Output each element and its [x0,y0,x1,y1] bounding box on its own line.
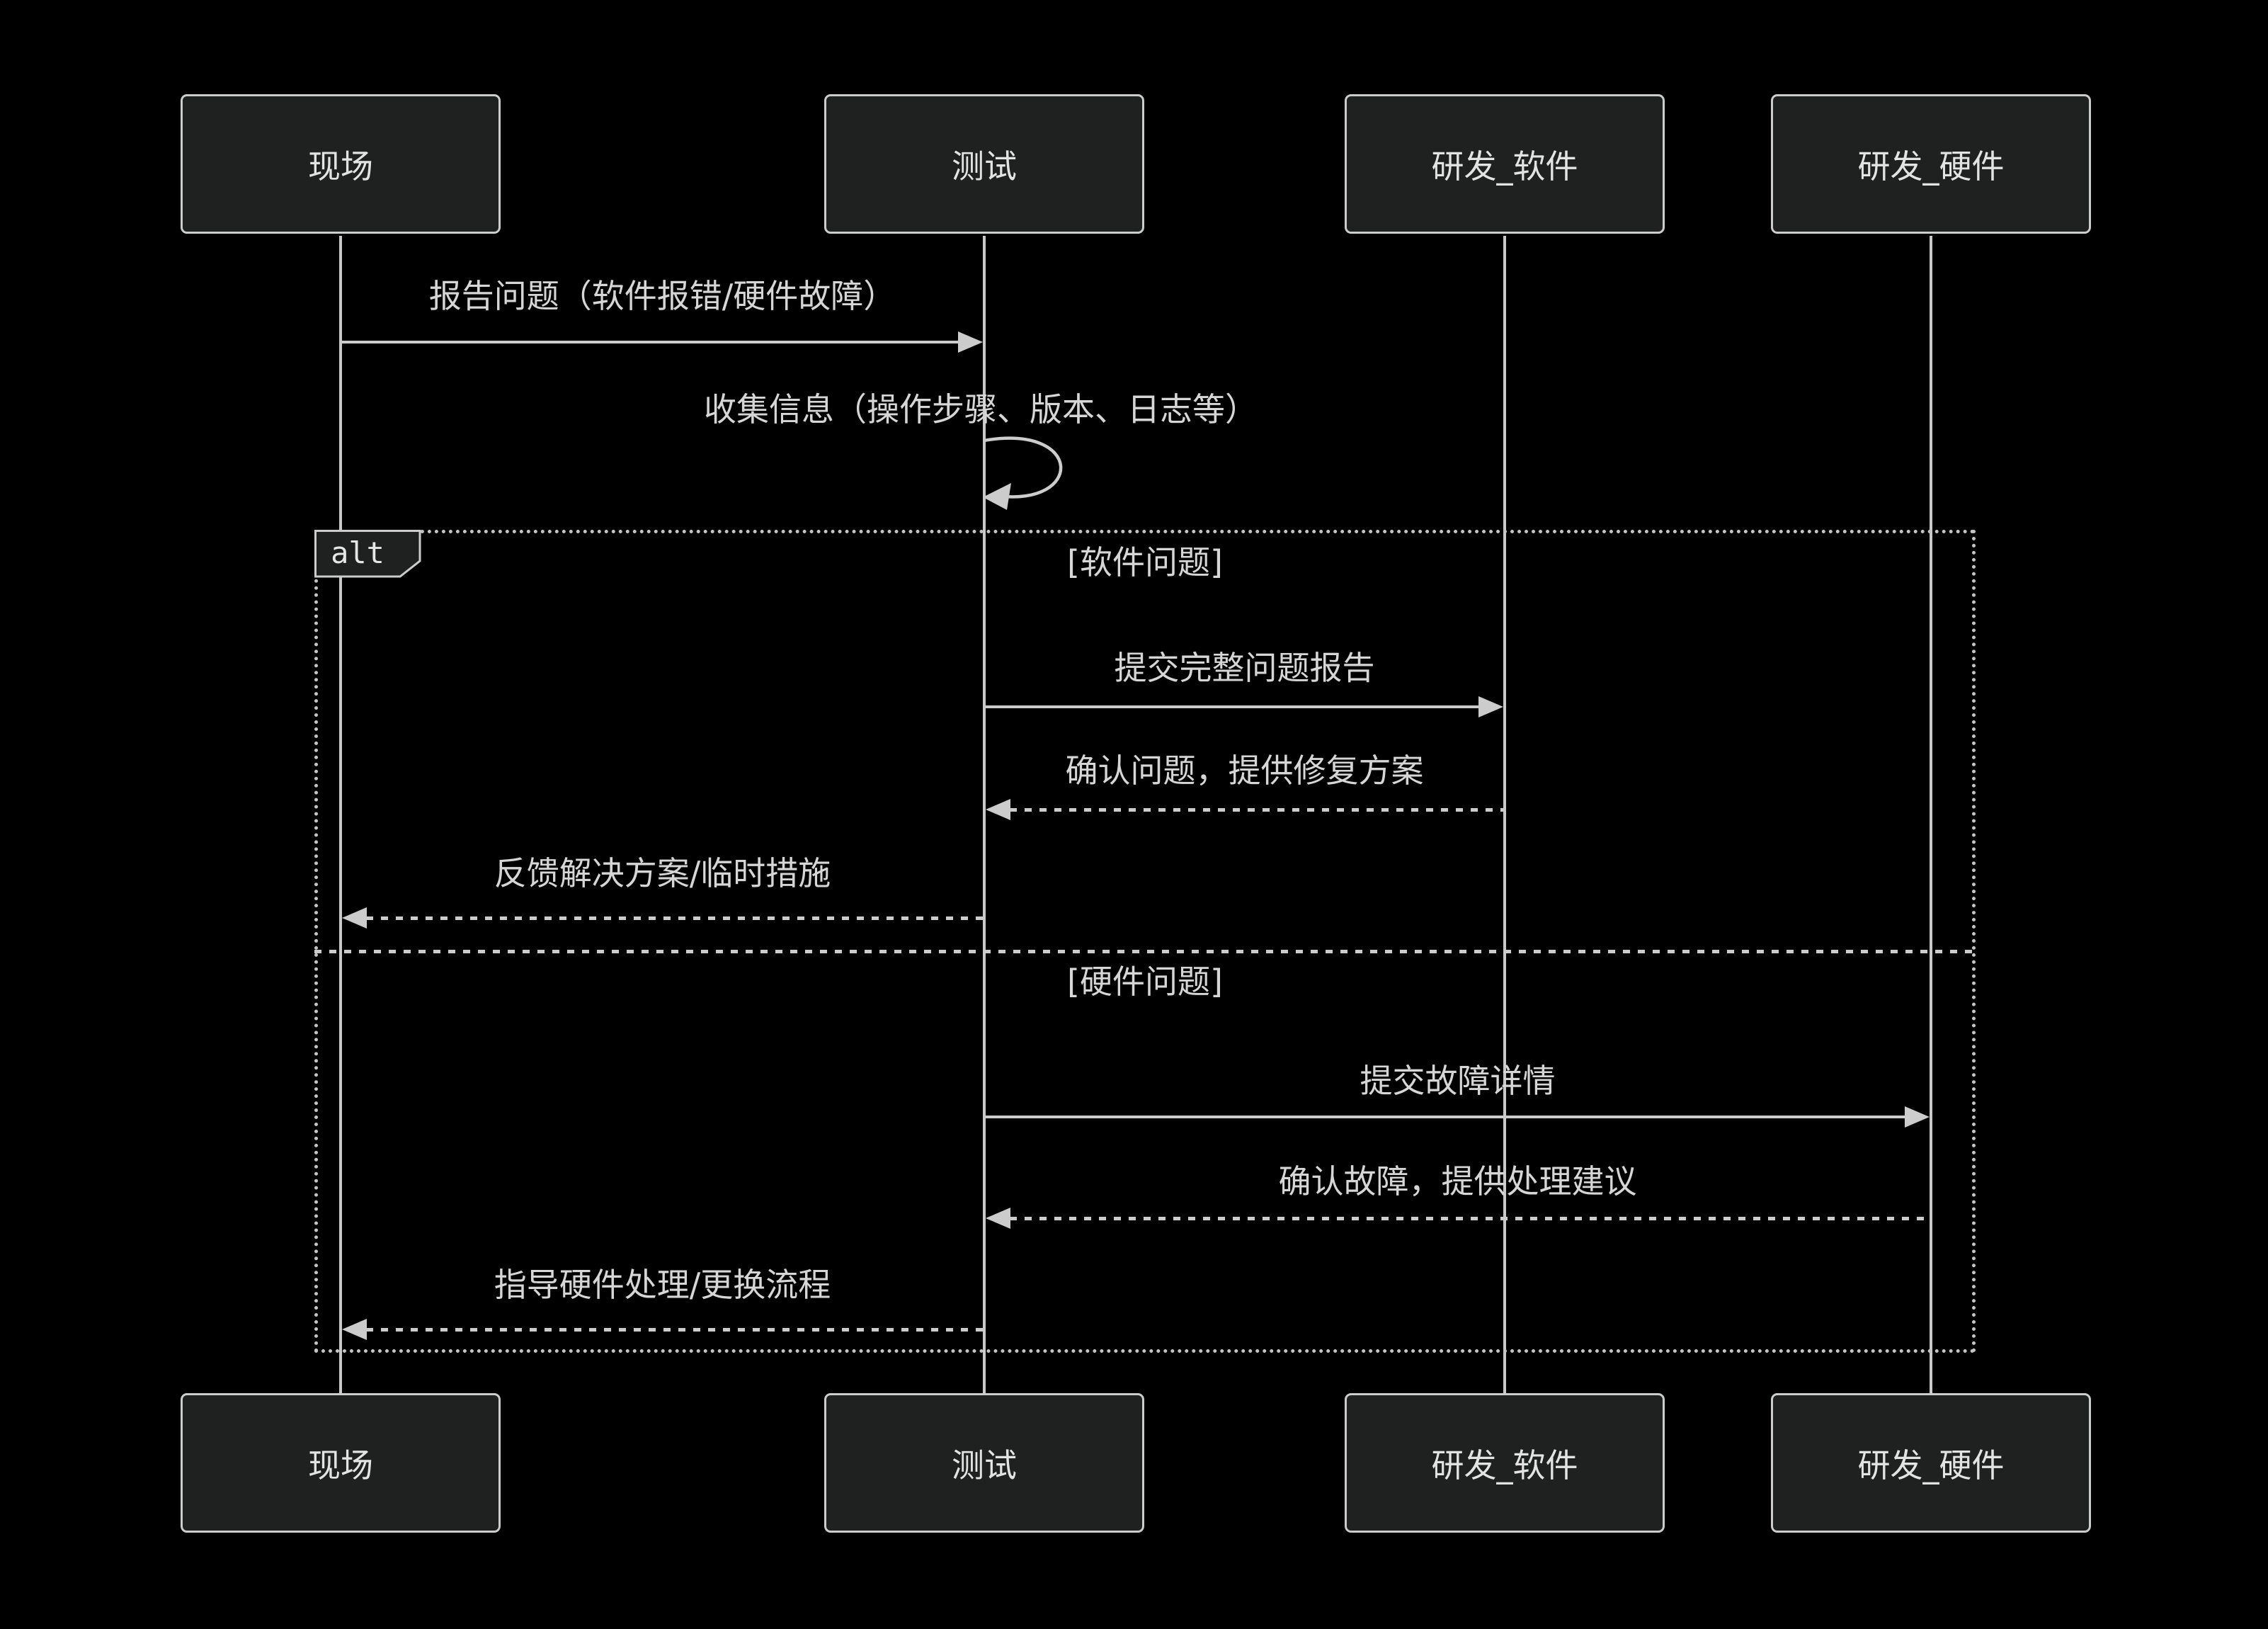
arrowhead-left-icon [986,1208,1010,1229]
message-line [366,916,983,920]
message-line [342,341,959,344]
actor-label: 测试 [952,1446,1017,1485]
arrowhead-right-icon [1478,696,1503,717]
actor-label: 研发_硬件 [1857,1446,2005,1485]
actor-top-rd-software: 研发_软件 [1345,94,1665,234]
actor-top-rd-hardware: 研发_硬件 [1771,94,2091,234]
arrowhead-right-icon [958,331,983,353]
message-label: 提交故障详情 [1360,1062,1556,1100]
message-line [1010,808,1503,812]
alt-frame [314,530,1976,1353]
actor-top-site: 现场 [181,94,501,234]
arrowhead-left-icon [986,799,1010,820]
message-label: 反馈解决方案/临时措施 [494,854,831,892]
alt-label-shape [314,530,421,578]
actor-label: 现场 [308,1446,373,1485]
lifeline-test [983,236,986,1395]
actor-bottom-site: 现场 [181,1393,501,1533]
alt-condition-hardware: [硬件问题] [1067,963,1223,1001]
message-line [1010,1217,1930,1220]
lifeline-rd-hardware [1930,236,1932,1395]
message-label: 确认问题，提供修复方案 [1065,751,1424,790]
message-line [986,1116,1905,1118]
actor-label: 研发_软件 [1431,1446,1578,1485]
actor-top-test: 测试 [824,94,1144,234]
arrowhead-left-icon [342,907,367,929]
lifeline-site [339,236,342,1395]
message-label: 收集信息（操作步骤、版本、日志等） [704,390,1258,428]
actor-bottom-test: 测试 [824,1393,1144,1533]
alt-keyword: alt [331,535,384,570]
actor-label: 测试 [952,147,1017,186]
message-label: 指导硬件处理/更换流程 [494,1266,831,1304]
message-line [986,705,1479,708]
lifeline-rd-software [1503,236,1506,1395]
message-label: 报告问题（软件报错/硬件故障） [428,277,896,315]
actor-label: 研发_硬件 [1857,147,2005,186]
message-label: 提交完整问题报告 [1114,649,1375,687]
actor-label: 现场 [308,147,373,186]
message-label: 确认故障，提供处理建议 [1278,1162,1637,1201]
alt-divider [314,950,1976,953]
actor-bottom-rd-software: 研发_软件 [1345,1393,1665,1533]
actor-bottom-rd-hardware: 研发_硬件 [1771,1393,2091,1533]
self-message-loop-icon [983,436,1063,510]
message-line [366,1328,983,1332]
arrowhead-left-icon [342,1319,367,1340]
alt-condition-software: [软件问题] [1067,543,1223,581]
arrowhead-right-icon [1905,1106,1930,1128]
actor-label: 研发_软件 [1431,147,1578,186]
